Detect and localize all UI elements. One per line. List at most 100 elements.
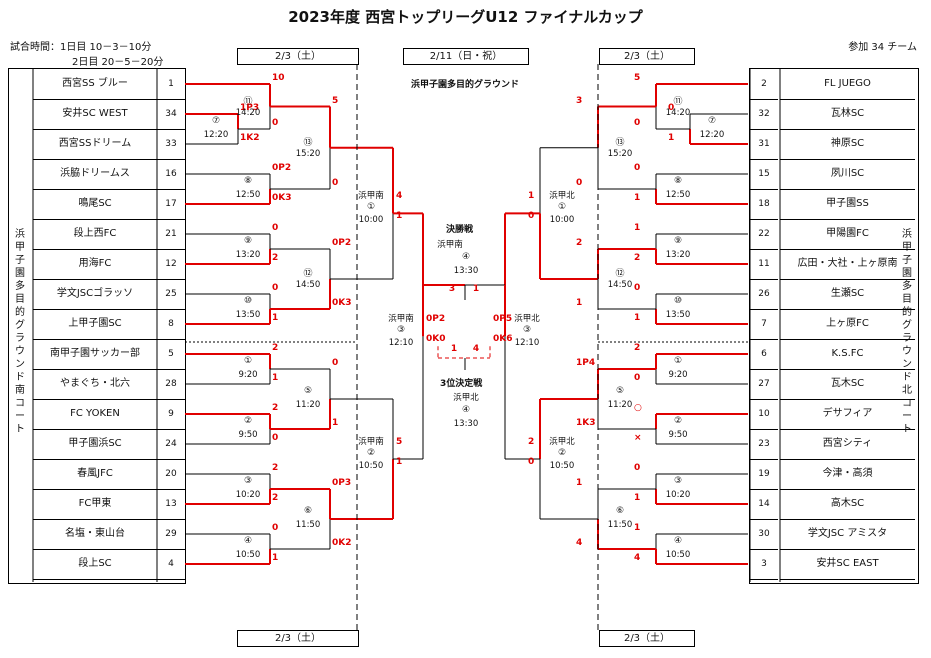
match-score-bottom: 1 [396,211,403,222]
date-left-bottom: 2/3（土） [237,630,359,647]
left-team-name: 用海FC [33,249,157,280]
match-number: ⑬ [615,137,625,148]
third-score-left: 1 [450,344,458,354]
match-score-top: 2 [528,437,535,447]
left-team-name: 春風JFC [33,459,157,490]
right-team-name: デサフィア [780,399,915,430]
right-team-name: 瓦林SC [780,99,915,130]
right-team-name: 学文JSC アミスタ [780,519,915,550]
match-number: ① [673,356,683,366]
match-score-bottom: 1 [668,133,675,143]
match-number: ⑤ [615,386,625,396]
match-time: 9:50 [668,430,688,440]
match-score-top: 0P2 [272,163,292,173]
match-score-bottom: 0K3 [332,298,352,308]
left-team-seed: 13 [157,489,185,520]
match-time: 13:50 [235,310,261,320]
match-venue: 浜甲北 [514,314,540,325]
match-time: 13:20 [235,250,261,260]
match-score-bottom: 0K3 [272,193,292,203]
match-time: 12:50 [235,190,261,200]
match-score-bottom: 1 [576,298,583,308]
left-team-seed: 5 [157,339,185,370]
right-team-seed: 18 [750,189,778,220]
match-score-top: 1P3 [240,103,260,113]
match-score-top: 0 [634,163,641,173]
match-score-bottom: 0 [528,211,535,222]
match-score-bottom: 1 [396,457,403,467]
match-time: 12:20 [699,130,725,140]
match-score-top: 1P4 [576,358,596,368]
match-score-bottom: 2 [634,253,641,263]
match-time-line1: 試合時間：1日目 10－3－10分 [10,42,152,53]
match-score-bottom: 0 [528,457,535,467]
right-team-name: 生瀬SC [780,279,915,310]
match-number: ⑧ [673,176,683,186]
left-team-seed: 9 [157,399,185,430]
page-title: 2023年度 西宮トップリーグU12 ファイナルカップ [288,8,643,26]
right-team-seed: 14 [750,489,778,520]
match-score-bottom: 1K3 [576,418,596,428]
date-center-top: 2/11（日・祝） [403,48,529,65]
match-score-bottom: 0 [576,178,583,188]
match-number: ⑧ [243,176,253,186]
match-score-top: 4 [396,191,403,202]
match-score-bottom: 0 [634,373,641,383]
right-team-name: 高木SC [780,489,915,520]
venue-main: 浜甲子園多目的グラウンド [410,80,519,90]
match-time: 10:50 [665,550,691,560]
match-score-top: 0 [332,358,339,368]
left-team-name: FC甲東 [33,489,157,520]
match-number: ⑫ [303,269,313,279]
right-team-name: 甲子園SS [780,189,915,220]
match-time: 12:10 [514,338,540,349]
third-number: ④ [461,405,471,415]
third-label: 3位決定戦 [440,379,483,389]
final-score-right: 1 [472,284,480,294]
left-team-name: 浜脇ドリームス [33,159,157,190]
match-number: ④ [673,536,683,546]
match-score-bottom: 1 [272,313,279,323]
match-time: 12:10 [388,338,414,349]
match-score-bottom: 1 [634,193,641,203]
left-team-seed: 21 [157,219,185,250]
match-time: 11:20 [607,400,633,410]
left-team-name: 段上SC [33,549,157,580]
match-venue: 浜甲北 [549,191,575,202]
match-time: 10:00 [358,215,384,226]
match-score-top: 0P5 [493,314,513,325]
left-team-name: 学文JSCゴラッソ [33,279,157,310]
match-score-top: 10 [272,73,285,83]
match-score-top: 2 [634,343,641,353]
match-score-top: 0P2 [426,314,446,325]
left-team-seed: 12 [157,249,185,280]
final-label: 決勝戦 [446,225,474,235]
final-venue: 浜甲南 [437,240,463,250]
match-time: 15:20 [295,148,321,159]
match-number: ② [243,416,253,426]
third-time: 13:30 [453,419,479,429]
third-score-right: 4 [472,344,480,354]
right-team-name: 神原SC [780,129,915,160]
right-team-seed: 27 [750,369,778,400]
right-team-name: 広田・大社・上ヶ原南 [780,249,915,280]
match-time: 13:50 [665,310,691,320]
right-team-name: 上ヶ原FC [780,309,915,340]
right-team-name: 夙川SC [780,159,915,190]
match-score-bottom: 1 [634,313,641,323]
right-team-seed: 10 [750,399,778,430]
match-score-bottom: 4 [634,553,641,563]
match-score-bottom: 1 [272,553,279,563]
match-score-bottom: 4 [576,538,583,548]
match-score-bottom: 0 [634,118,641,128]
match-score-top: 2 [272,403,279,413]
right-team-seed: 19 [750,459,778,490]
match-number: ⑤ [303,386,313,396]
right-team-name: FL JUEGO [780,69,915,100]
match-number: ⑪ [243,96,253,107]
left-team-seed: 25 [157,279,185,310]
match-number: ① [243,356,253,366]
match-time: 14:20 [665,107,691,118]
left-team-seed: 1 [157,69,185,100]
match-number: ④ [243,536,253,546]
